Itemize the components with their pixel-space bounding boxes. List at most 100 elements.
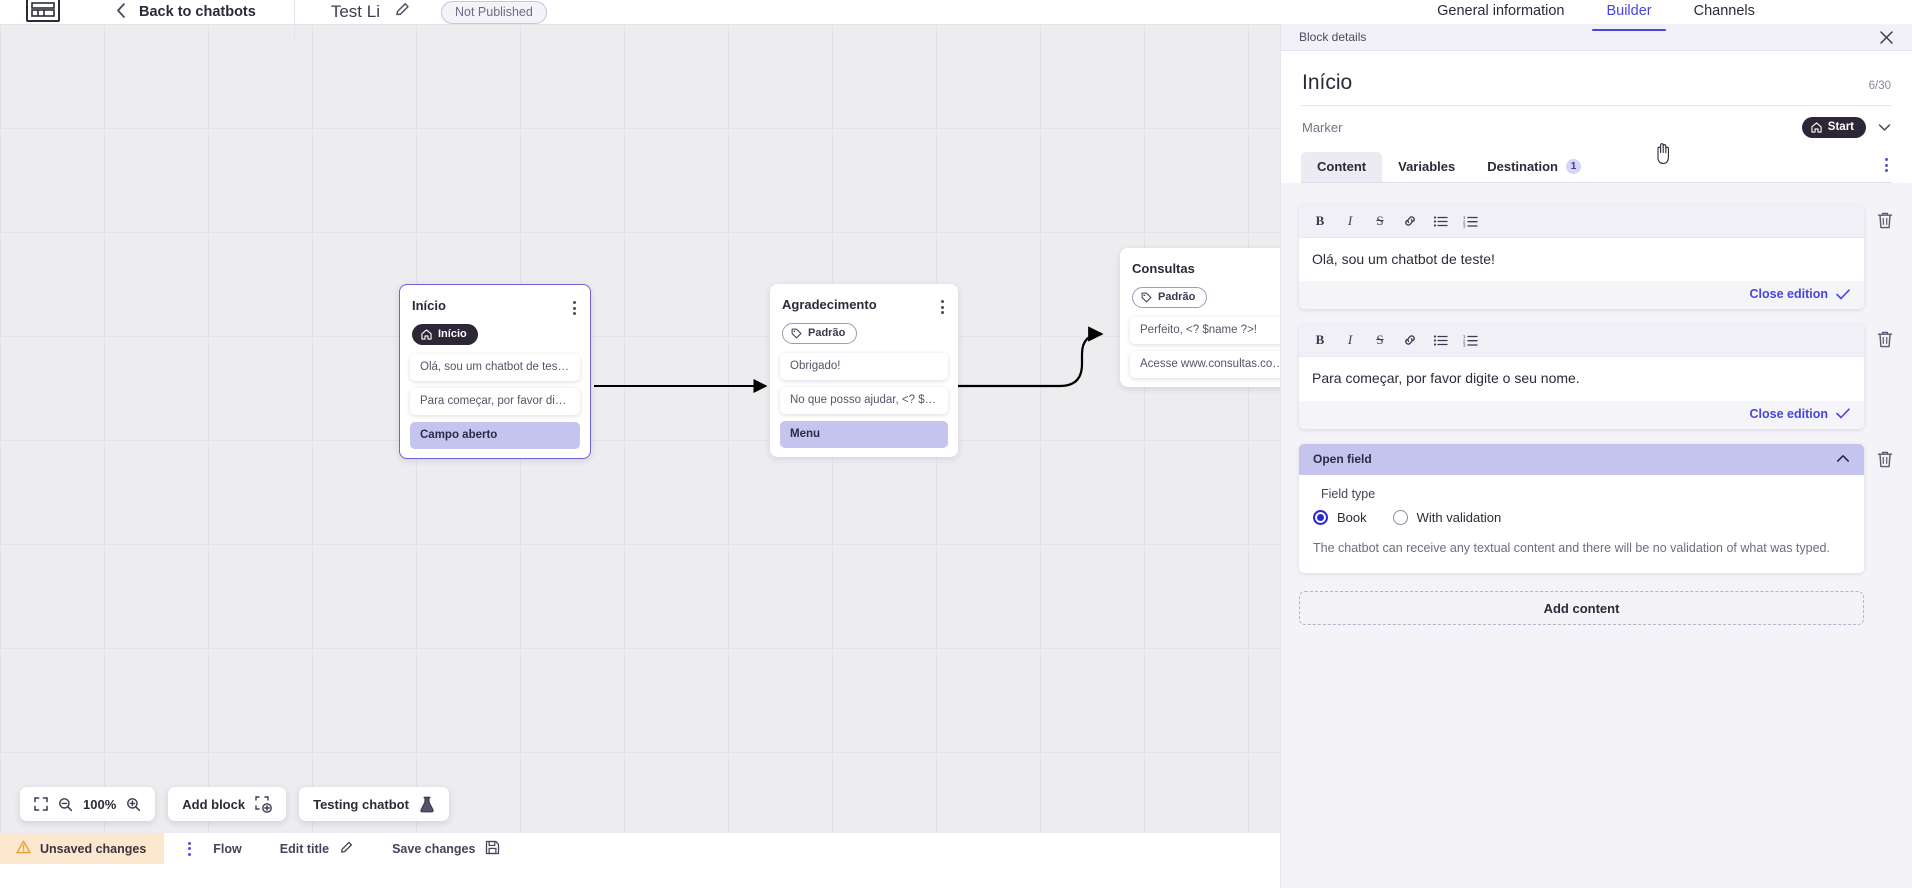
tag-icon	[791, 328, 802, 338]
svg-text:1: 1	[1463, 334, 1466, 339]
kebab-menu-icon[interactable]	[188, 841, 192, 856]
page-title: Início	[1302, 71, 1353, 94]
italic-icon[interactable]: I	[1347, 213, 1353, 228]
radio-indicator[interactable]	[1392, 509, 1408, 525]
field-type-radio-group: Book With validation	[1313, 509, 1850, 525]
node-message[interactable]: Obrigado!	[780, 353, 948, 380]
zoom-out-icon[interactable]	[58, 797, 73, 812]
zoom-in-icon[interactable]	[126, 797, 141, 812]
close-icon[interactable]	[1879, 30, 1894, 45]
node-header: Início	[400, 295, 590, 315]
add-block-button[interactable]: Add block	[168, 787, 287, 821]
flow-button[interactable]: Flow	[213, 842, 241, 856]
radio-option-book[interactable]: Book	[1313, 509, 1367, 525]
strikethrough-icon[interactable]: S	[1376, 213, 1384, 228]
panel-body: Início 6/30 Marker Start Con	[1281, 51, 1912, 183]
chevron-up-icon[interactable]	[1836, 452, 1850, 466]
open-field-label: Open field	[1313, 451, 1372, 466]
node-message[interactable]: No que posso ajudar, <? $name ...	[780, 387, 948, 414]
back-to-chatbots-link[interactable]: Back to chatbots	[139, 4, 256, 20]
close-edition-label: Close edition	[1749, 406, 1828, 421]
bullet-list-icon[interactable]	[1427, 210, 1453, 232]
fit-to-screen-icon[interactable]	[34, 797, 48, 811]
unsaved-changes-label: Unsaved changes	[40, 841, 147, 856]
trash-icon[interactable]	[1876, 205, 1894, 230]
tab-destination-label: Destination	[1487, 159, 1559, 174]
node-title: Consultas	[1132, 261, 1195, 276]
tab-builder[interactable]: Builder	[1592, 3, 1666, 31]
char-counter: 6/30	[1868, 80, 1891, 92]
radio-indicator-selected[interactable]	[1313, 509, 1328, 525]
add-block-label: Add block	[182, 796, 246, 812]
flow-node-agradecimento[interactable]: Agradecimento Padrão Obrigado! No que po…	[770, 284, 958, 457]
kebab-menu-icon[interactable]	[573, 298, 576, 315]
bold-icon[interactable]: B	[1315, 332, 1325, 348]
chevron-left-icon[interactable]	[116, 2, 127, 22]
svg-text:2: 2	[1463, 338, 1466, 343]
open-field-block: Open field Field type Book	[1299, 443, 1894, 574]
tab-destination[interactable]: Destination 1	[1471, 152, 1597, 182]
unsaved-changes-indicator: Unsaved changes	[0, 832, 165, 864]
start-badge: Início	[412, 324, 478, 345]
kebab-menu-icon[interactable]	[941, 297, 944, 314]
close-edition-button[interactable]: Close edition	[1750, 407, 1850, 421]
testing-chatbot-button[interactable]: Testing chatbot	[299, 787, 449, 821]
link-icon[interactable]	[1397, 210, 1423, 232]
italic-icon[interactable]: I	[1347, 332, 1353, 348]
node-message-highlighted[interactable]: Menu	[780, 421, 948, 448]
link-icon[interactable]	[1397, 329, 1423, 351]
node-message-highlighted[interactable]: Campo aberto	[410, 422, 580, 449]
home-icon	[421, 328, 432, 340]
flow-node-inicio[interactable]: Início Início Olá, sou um chatbot de tes…	[399, 284, 591, 459]
marker-value-pill[interactable]: Start	[1801, 117, 1866, 138]
editor-text-value[interactable]: Para começar, por favor digite o seu nom…	[1312, 370, 1580, 387]
bot-title: Test Li	[330, 2, 380, 21]
blip-logo-icon[interactable]	[26, 0, 60, 22]
tab-content[interactable]: Content	[1301, 152, 1383, 182]
trash-icon[interactable]	[1876, 444, 1894, 469]
default-badge-label: Padrão	[808, 327, 846, 339]
open-field-card: Open field Field type Book	[1299, 443, 1864, 574]
marker-select[interactable]: Start	[1801, 117, 1891, 138]
kebab-menu-icon[interactable]	[1885, 158, 1894, 182]
node-message[interactable]: Perfeito, <? $name ?>!	[1130, 317, 1302, 344]
tab-variables[interactable]: Variables	[1382, 152, 1471, 182]
svg-text:2: 2	[1463, 219, 1466, 224]
save-changes-button[interactable]: Save changes	[392, 840, 500, 858]
save-changes-label: Save changes	[392, 841, 476, 856]
node-message[interactable]: Para começar, por favor digite o ...	[410, 388, 580, 415]
header-divider	[293, 0, 295, 42]
chevron-down-icon[interactable]	[1878, 119, 1891, 137]
home-icon	[1811, 121, 1822, 133]
add-content-row: Add content	[1299, 588, 1894, 626]
bold-icon[interactable]: B	[1315, 213, 1325, 228]
save-disk-icon	[485, 840, 500, 858]
panel-topbar-label: Block details	[1299, 30, 1367, 44]
bullet-list-icon[interactable]	[1427, 329, 1453, 351]
strikethrough-icon[interactable]: S	[1376, 332, 1384, 348]
node-message[interactable]: Acesse www.consultas.com par...	[1130, 351, 1302, 378]
marker-label: Marker	[1302, 120, 1343, 135]
trash-icon[interactable]	[1876, 324, 1894, 349]
editor-text-value[interactable]: Olá, sou um chatbot de teste!	[1312, 251, 1495, 267]
close-edition-button[interactable]: Close edition	[1750, 287, 1850, 301]
node-message[interactable]: Olá, sou um chatbot de teste!	[410, 354, 580, 381]
edit-title-button[interactable]: Edit title	[280, 840, 354, 858]
marker-value-label: Start	[1827, 121, 1854, 133]
node-messages: Perfeito, <? $name ?>! Acesse www.consul…	[1120, 308, 1312, 378]
open-field-body: Field type Book With validation The	[1299, 475, 1864, 574]
tab-general-information[interactable]: General information	[1437, 3, 1565, 19]
radio-option-with-validation[interactable]: With validation	[1392, 509, 1501, 525]
add-content-button[interactable]: Add content	[1299, 591, 1864, 626]
open-field-header[interactable]: Open field	[1299, 443, 1864, 475]
panel-topbar: Block details	[1281, 24, 1912, 51]
tab-channels[interactable]: Channels	[1693, 3, 1755, 19]
pencil-icon[interactable]	[394, 1, 411, 23]
tag-icon	[1141, 292, 1152, 302]
